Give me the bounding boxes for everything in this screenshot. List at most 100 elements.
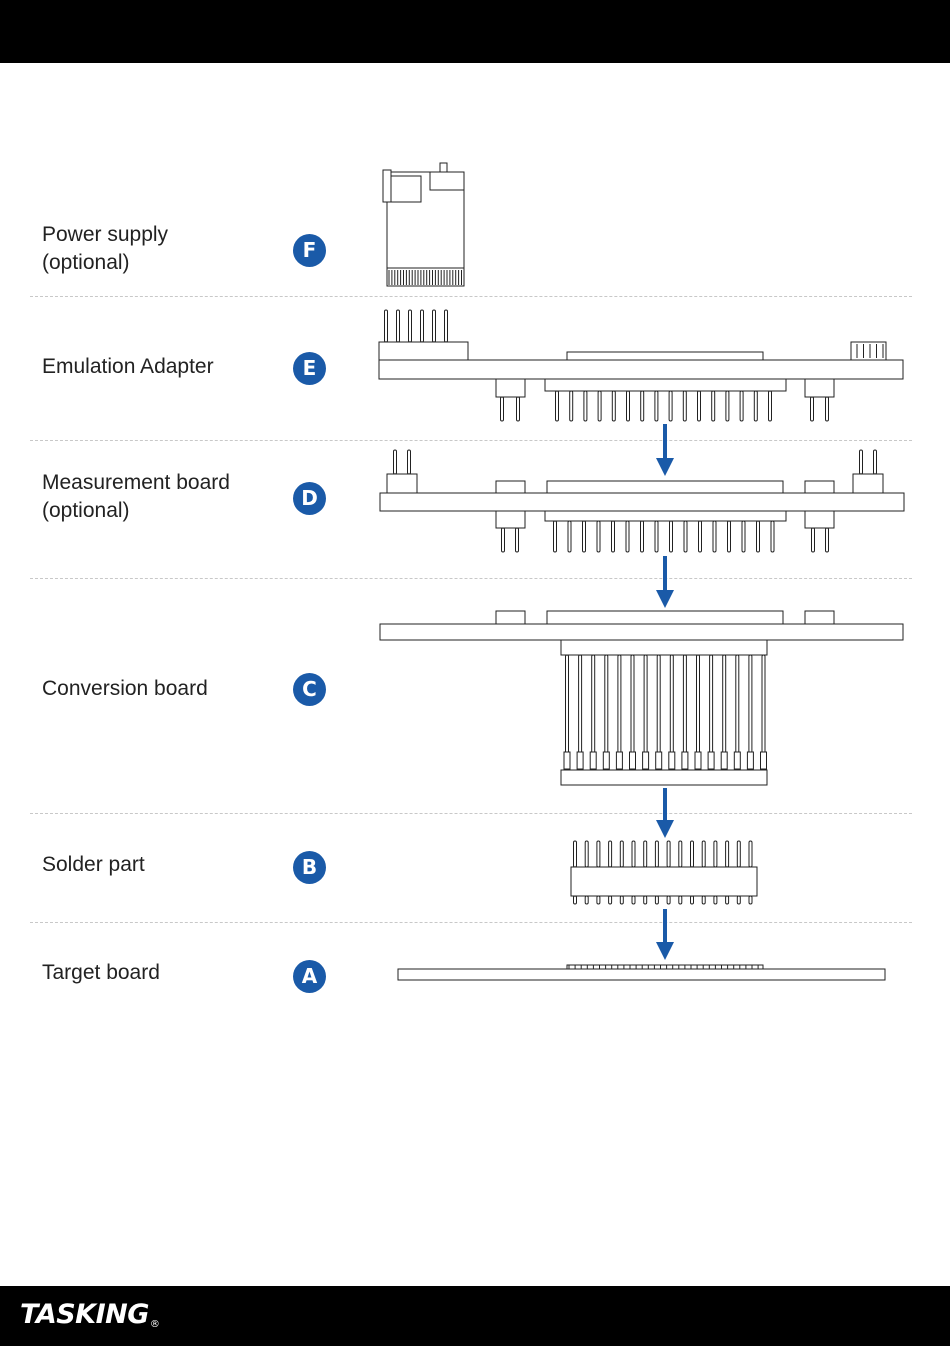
pin — [627, 391, 630, 421]
pin — [757, 521, 760, 552]
logo-text: TASKING — [20, 1299, 149, 1330]
target-board-part — [398, 965, 885, 980]
pin — [632, 841, 635, 867]
pin — [643, 752, 649, 769]
pin — [445, 310, 448, 342]
pin — [603, 752, 609, 769]
pin — [394, 450, 397, 474]
pin — [612, 391, 615, 421]
arrow-e-to-d — [656, 424, 674, 476]
pin — [502, 528, 505, 552]
pin — [585, 896, 588, 904]
pin — [577, 752, 583, 769]
pin — [641, 521, 644, 552]
pin — [712, 391, 715, 421]
pin — [620, 896, 623, 904]
pin — [585, 841, 588, 867]
pin — [616, 752, 622, 769]
pin — [734, 752, 740, 769]
pin — [771, 521, 774, 552]
pin — [597, 521, 600, 552]
tasking-logo: TASKING® — [20, 1299, 159, 1330]
pin — [669, 752, 675, 769]
pin — [714, 841, 717, 867]
pin — [682, 752, 688, 769]
pin — [708, 752, 714, 769]
pin — [698, 391, 701, 421]
pin — [564, 752, 570, 769]
pin — [769, 391, 772, 421]
arrow-b-to-a — [656, 909, 674, 960]
pin — [421, 310, 424, 342]
pin — [574, 896, 577, 904]
pin — [583, 521, 586, 552]
pin — [556, 391, 559, 421]
pin — [667, 841, 670, 867]
pin — [749, 841, 752, 867]
arrow-d-to-c — [656, 556, 674, 608]
pin — [726, 841, 729, 867]
pin — [609, 841, 612, 867]
pin — [811, 397, 814, 421]
pin — [702, 896, 705, 904]
pin — [714, 896, 717, 904]
pin — [695, 752, 701, 769]
pin — [670, 521, 673, 552]
pin — [655, 896, 658, 904]
registered-mark: ® — [150, 1319, 160, 1330]
solder-part — [571, 841, 757, 904]
pin — [726, 391, 729, 421]
power-supply-part — [383, 163, 464, 286]
pin — [728, 521, 731, 552]
pin — [812, 528, 815, 552]
pin — [501, 397, 504, 421]
pin — [584, 391, 587, 421]
pin — [679, 841, 682, 867]
pin — [737, 896, 740, 904]
pin — [574, 841, 577, 867]
pin — [737, 841, 740, 867]
pin — [516, 528, 519, 552]
pin — [754, 391, 757, 421]
pin — [517, 397, 520, 421]
pin — [740, 391, 743, 421]
pin — [408, 450, 411, 474]
pin — [683, 391, 686, 421]
pin — [590, 752, 596, 769]
pin — [749, 896, 752, 904]
pin — [655, 391, 658, 421]
pin — [656, 752, 662, 769]
pin — [761, 752, 767, 769]
emulation-adapter-part — [379, 310, 903, 421]
pin — [597, 896, 600, 904]
pin — [860, 450, 863, 474]
pin — [626, 521, 629, 552]
pin — [691, 896, 694, 904]
pin — [669, 391, 672, 421]
pin — [409, 310, 412, 342]
pin — [699, 521, 702, 552]
pin — [742, 521, 745, 552]
pin — [826, 397, 829, 421]
pin — [609, 896, 612, 904]
pin — [568, 521, 571, 552]
pin — [554, 521, 557, 552]
pin — [385, 310, 388, 342]
pin — [747, 752, 753, 769]
pin — [726, 896, 729, 904]
pin — [702, 841, 705, 867]
pin — [667, 896, 670, 904]
pin — [721, 752, 727, 769]
conversion-board-part — [380, 611, 903, 785]
arrow-c-to-b — [656, 788, 674, 838]
pin — [655, 521, 658, 552]
measurement-board-part — [380, 450, 904, 552]
pin — [874, 450, 877, 474]
pin — [655, 841, 658, 867]
pin — [630, 752, 636, 769]
pin — [433, 310, 436, 342]
pin — [679, 896, 682, 904]
pin — [597, 841, 600, 867]
pin — [691, 841, 694, 867]
